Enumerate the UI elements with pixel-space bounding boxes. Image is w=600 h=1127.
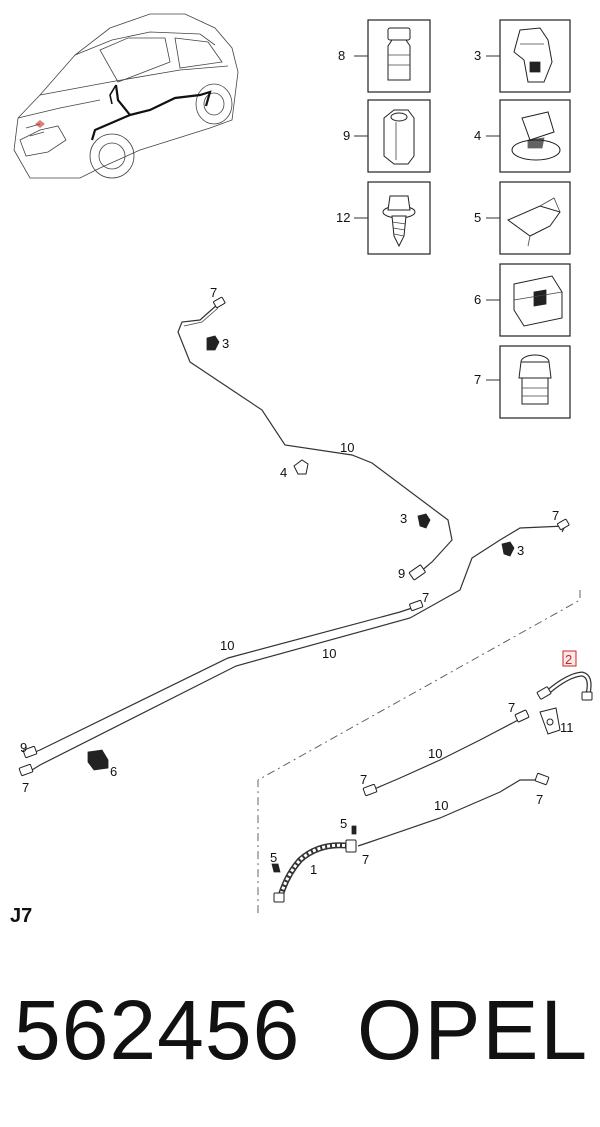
footer: 562456 OPEL [14,985,594,1075]
brake-pipe-long [18,518,570,777]
legend-box-3: 3 [474,19,571,93]
label-9-mid: 9 [398,566,405,581]
label-9-left: 9 [20,740,27,755]
label-7-rear-c: 7 [536,792,543,807]
parts-diagram: 8 9 12 3 4 5 [13,13,593,915]
label-7-mid: 7 [422,590,429,605]
brake-hose-part-2 [536,650,593,701]
label-3-top: 3 [222,336,229,351]
brand-name: OPEL [357,983,590,1077]
callout-7: 7 [474,372,481,387]
label-7-rear-d: 7 [362,852,369,867]
label-7-rear-b: 7 [360,772,367,787]
legend-box-7: 7 [474,345,571,419]
label-5-upper: 5 [340,816,347,831]
label-7-left: 7 [22,780,29,795]
label-4: 4 [280,465,287,480]
label-11: 11 [560,720,574,735]
callout-4: 4 [474,128,481,143]
legend-box-4: 4 [474,99,571,173]
car-illustration [13,13,239,179]
label-7-right: 7 [552,508,559,523]
legend-box-9: 9 [343,99,431,173]
label-10-rear-b: 10 [434,798,448,813]
callout-8: 8 [338,48,345,63]
label-10-upper: 10 [340,440,354,455]
callout-3: 3 [474,48,481,63]
callout-6: 6 [474,292,481,307]
label-5-lower: 5 [270,850,277,865]
callout-5: 5 [474,210,481,225]
label-10-long-b: 10 [322,646,336,661]
label-6: 6 [110,764,117,779]
label-7-rear-a: 7 [508,700,515,715]
legend-box-6: 6 [474,263,571,337]
label-7-top: 7 [210,285,217,300]
brake-pipe-rear-b [357,772,550,847]
label-10-long-a: 10 [220,638,234,653]
label-10-rear-a: 10 [428,746,442,761]
brake-pipe-upper [177,296,453,581]
label-1: 1 [310,862,317,877]
label-3-right: 3 [517,543,524,558]
bracket-part-11 [539,707,561,735]
label-2-highlighted[interactable]: 2 [565,652,572,667]
label-3-mid: 3 [400,511,407,526]
section-label: J7 [10,905,33,927]
part-number: 562456 [14,983,301,1077]
legend-box-5: 5 [474,181,571,255]
legend-box-8: 8 [338,19,431,93]
brake-pipe-rear-a [362,709,530,797]
brake-hose-part-1 [271,825,357,903]
callout-12: 12 [336,210,350,225]
callout-9: 9 [343,128,350,143]
rear-section-boundary [257,590,581,915]
legend-box-12: 12 [336,181,431,255]
